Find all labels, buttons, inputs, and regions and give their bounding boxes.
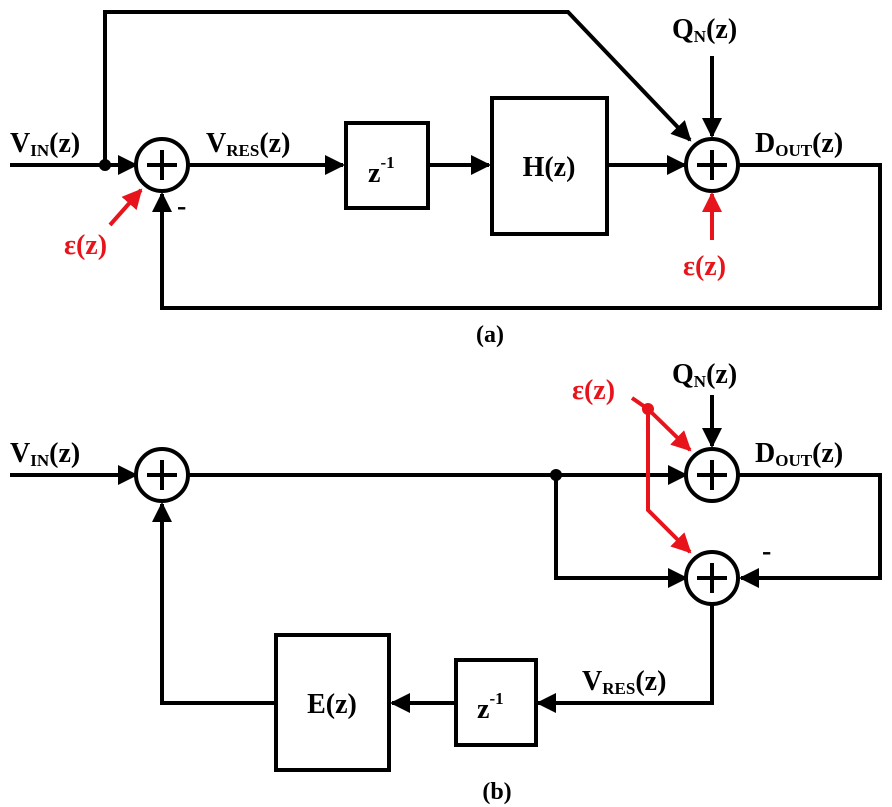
a-qnoise-label: QN(z) <box>672 14 737 46</box>
b-error-to-bottom-summer <box>646 409 692 554</box>
a-input-label: VIN(z) <box>10 128 80 160</box>
b-error-junction-dot <box>642 403 654 415</box>
a-caption: (a) <box>476 322 504 348</box>
b-output-label: DOUT(z) <box>755 438 843 470</box>
b-qnoise-label: QN(z) <box>672 359 737 391</box>
diagram-a <box>10 10 882 310</box>
a-minus-sign: - <box>177 191 186 222</box>
b-residue-wire <box>536 604 714 713</box>
a-error-left-label: ε(z) <box>64 230 107 261</box>
b-filter-label: E(z) <box>307 689 357 720</box>
b-branch-wire <box>554 475 688 588</box>
b-residue-label: VRES(z) <box>582 666 666 698</box>
b-minus-sign: - <box>762 536 771 567</box>
a-output-label: DOUT(z) <box>755 128 843 160</box>
a-feedback-wire <box>152 163 882 310</box>
b-output-loop-wire <box>738 473 882 588</box>
a-filter-label: H(z) <box>523 152 576 183</box>
a-junction-dot <box>99 159 111 171</box>
diagram-b <box>10 395 882 772</box>
a-delay-label: z-1 <box>368 153 395 189</box>
a-error-left-arrow <box>108 188 143 227</box>
b-caption: (b) <box>482 779 511 805</box>
b-delay-label: z-1 <box>477 689 504 725</box>
b-feedback-wire <box>152 502 276 705</box>
a-error-right-label: ε(z) <box>683 251 726 282</box>
b-input-label: VIN(z) <box>10 438 80 470</box>
b-error-to-top-summer <box>646 407 692 452</box>
b-error-label: ε(z) <box>572 375 615 406</box>
a-residue-label: VRES(z) <box>206 128 290 160</box>
a-feedforward-wire <box>103 10 692 165</box>
